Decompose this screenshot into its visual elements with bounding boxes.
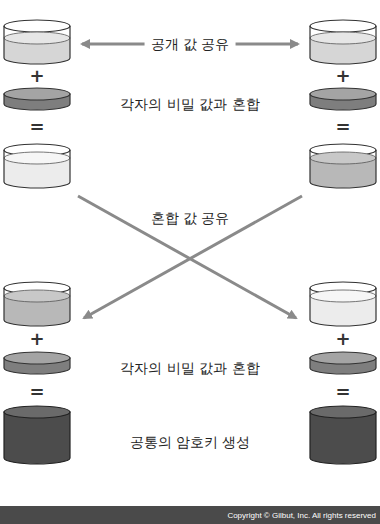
mix-label: 각자의 비밀 값과 혼합 [120,96,259,113]
share-label: 혼합 값 공유 [145,209,236,228]
mixed-container [310,144,376,188]
copyright-text: Copyright © Gilbut, Inc. All rights rese… [227,511,376,520]
received-container [4,282,70,326]
common-key-container [4,406,70,464]
share-arrow [84,196,302,318]
share-label: 공개 값 공유 [145,35,236,54]
share-arrow [78,196,296,318]
secret-disc [4,88,70,110]
secret-disc [310,352,376,374]
plus-sign: + [335,328,350,350]
equals-sign: = [29,116,44,138]
plus-sign: + [335,65,350,87]
copyright-bar: Copyright © Gilbut, Inc. All rights rese… [0,506,380,524]
common-key-container [310,406,376,464]
plus-sign: + [29,65,44,87]
result-label: 공통의 암호키 생성 [130,434,251,451]
secret-disc [4,352,70,374]
mixed-container [4,144,70,188]
received-container [310,282,376,326]
plus-sign: + [29,328,44,350]
equals-sign: = [335,381,350,403]
equals-sign: = [335,116,350,138]
secret-disc [310,88,376,110]
public-container [310,20,376,64]
equals-sign: = [29,381,44,403]
mix-label: 각자의 비밀 값과 혼합 [120,360,259,377]
public-container [4,20,70,64]
